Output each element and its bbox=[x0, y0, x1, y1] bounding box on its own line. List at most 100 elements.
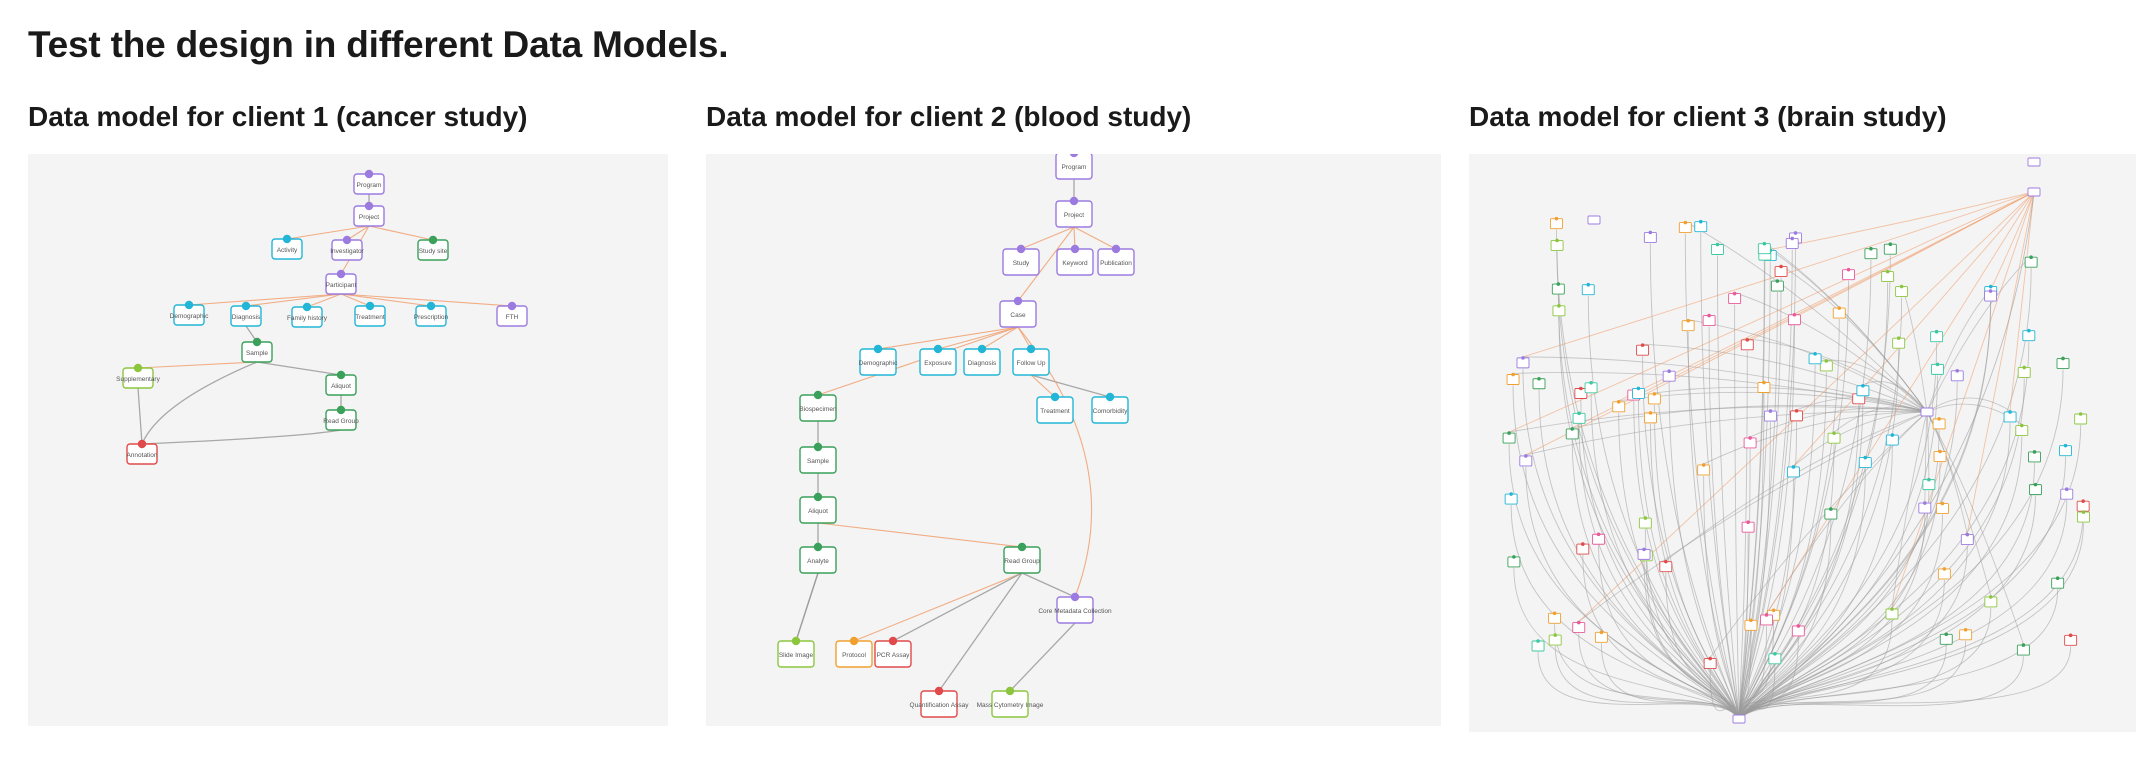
node-box[interactable] bbox=[2027, 157, 2041, 167]
edge-line bbox=[141, 361, 258, 445]
node-diagnosis[interactable]: Diagnosis bbox=[230, 301, 262, 327]
node-type-dot-icon bbox=[1554, 216, 1559, 221]
node-type-dot-icon bbox=[2019, 423, 2024, 428]
node-type-dot-icon bbox=[1552, 611, 1557, 616]
edge-line bbox=[1508, 444, 1740, 720]
node-label: Diagnosis bbox=[968, 360, 997, 367]
node-aliquot[interactable]: Aliquot bbox=[799, 492, 837, 524]
edge-line bbox=[1525, 410, 1928, 456]
node-label: Publication bbox=[1100, 260, 1132, 267]
node-slide-image[interactable]: Slide Image bbox=[777, 636, 815, 668]
node-type-dot-icon bbox=[1636, 386, 1641, 391]
edge-line bbox=[1734, 304, 1740, 720]
node-comorbidity[interactable]: Comorbidity bbox=[1091, 392, 1129, 424]
node-aliquot[interactable]: Aliquot bbox=[325, 370, 357, 396]
node-biospecimen[interactable]: Biospecimen bbox=[799, 390, 837, 422]
node-fth[interactable]: FTH bbox=[496, 301, 528, 327]
node-label: Study site bbox=[419, 248, 448, 255]
panel-3-heading: Data model for client 3 (brain study) bbox=[1469, 101, 1947, 132]
node-type-dot-icon bbox=[1861, 383, 1865, 388]
node-protocol[interactable]: Protocol bbox=[835, 636, 873, 668]
node-type-dot-icon bbox=[888, 636, 898, 646]
node-project[interactable]: Project bbox=[353, 201, 385, 227]
node-annotation[interactable]: Annotation bbox=[126, 439, 158, 465]
node-type-dot-icon bbox=[1937, 417, 1941, 421]
node-box[interactable] bbox=[1587, 215, 1601, 225]
node-type-dot-icon bbox=[1013, 296, 1023, 306]
edge-line bbox=[817, 326, 1019, 396]
edge-line bbox=[2009, 191, 2035, 412]
node-type-dot-icon bbox=[1715, 242, 1720, 247]
node-demographic[interactable]: Demographic bbox=[170, 300, 209, 326]
node-box[interactable] bbox=[1732, 714, 1746, 724]
node-project[interactable]: Project bbox=[1055, 196, 1093, 228]
node-core-metadata-collection[interactable]: Core Metadata Collection bbox=[1038, 592, 1112, 624]
edge-line bbox=[1766, 191, 2035, 615]
node-case[interactable]: Case bbox=[999, 296, 1037, 328]
node-treatment[interactable]: Treatment bbox=[1036, 392, 1074, 424]
node-supplementary[interactable]: Supplementary bbox=[116, 363, 161, 389]
node-type-dot-icon bbox=[137, 439, 147, 449]
node-read-group[interactable]: Read Group bbox=[323, 405, 359, 431]
edge-line bbox=[1508, 191, 2035, 433]
node-diagnosis[interactable]: Diagnosis bbox=[963, 344, 1001, 376]
node-label: Project bbox=[1064, 212, 1084, 219]
node-study-site[interactable]: Study site bbox=[417, 235, 449, 261]
edge-line bbox=[256, 361, 342, 376]
edge-line bbox=[1738, 462, 1941, 720]
node-program[interactable]: Program bbox=[353, 169, 385, 195]
node-type-dot-icon bbox=[1963, 627, 1968, 632]
node-read-group[interactable]: Read Group bbox=[1003, 542, 1041, 574]
edge-line bbox=[1073, 226, 1117, 250]
node-type-dot-icon bbox=[1642, 547, 1646, 552]
node-type-dot-icon bbox=[1648, 411, 1653, 415]
node-label: Aliquot bbox=[331, 383, 351, 390]
edge-line bbox=[1738, 191, 2035, 720]
node-label: Prescription bbox=[414, 314, 449, 321]
node-type-dot-icon bbox=[1768, 409, 1773, 413]
data-model-graph-3[interactable] bbox=[1469, 154, 2136, 732]
node-mass-cytometry-image[interactable]: Mass Cytometry Image bbox=[977, 686, 1044, 718]
node-treatment[interactable]: Treatment bbox=[354, 301, 386, 327]
node-program[interactable]: Program bbox=[1055, 154, 1093, 180]
node-quantification-assay[interactable]: Quantification Assay bbox=[910, 686, 970, 718]
node-demographic[interactable]: Demographic bbox=[859, 344, 898, 376]
node-type-dot-icon bbox=[1579, 386, 1583, 391]
node-participant[interactable]: Participant bbox=[325, 269, 357, 295]
node-publication[interactable]: Publication bbox=[1097, 244, 1135, 276]
node-exposure[interactable]: Exposure bbox=[919, 344, 957, 376]
edge-line bbox=[1700, 232, 1740, 720]
node-sample[interactable]: Sample bbox=[799, 442, 837, 474]
nodes bbox=[1502, 157, 2090, 724]
node-family-history[interactable]: Family history bbox=[287, 302, 328, 328]
node-label: Exposure bbox=[924, 360, 952, 367]
node-type-dot-icon bbox=[241, 301, 251, 311]
node-type-dot-icon bbox=[1890, 433, 1895, 437]
node-keyword[interactable]: Keyword bbox=[1056, 244, 1094, 276]
edge-line bbox=[877, 326, 1019, 350]
node-type-dot-icon bbox=[2064, 487, 2069, 492]
node-study[interactable]: Study bbox=[1002, 244, 1040, 276]
node-label: Demographic bbox=[859, 360, 898, 367]
node-type-dot-icon bbox=[1599, 630, 1604, 635]
node-type-dot-icon bbox=[1745, 338, 1750, 342]
node-type-dot-icon bbox=[1927, 477, 1931, 482]
node-investigator[interactable]: Investigator bbox=[330, 235, 365, 261]
node-label: Treatment bbox=[1040, 408, 1070, 415]
node-pcr-assay[interactable]: PCR Assay bbox=[874, 636, 912, 668]
node-box[interactable] bbox=[2027, 187, 2041, 197]
node-sample[interactable]: Sample bbox=[241, 337, 273, 363]
node-follow-up[interactable]: Follow Up bbox=[1012, 344, 1050, 376]
edge-line bbox=[1738, 297, 1903, 720]
edge-line bbox=[1738, 646, 2072, 720]
node-analyte[interactable]: Analyte bbox=[799, 542, 837, 574]
node-type-dot-icon bbox=[2021, 643, 2026, 647]
node-prescription[interactable]: Prescription bbox=[414, 301, 449, 327]
edge-line bbox=[286, 225, 370, 240]
node-activity[interactable]: Activity bbox=[271, 234, 303, 260]
node-box[interactable] bbox=[1920, 407, 1934, 417]
node-type-dot-icon bbox=[2081, 510, 2086, 514]
